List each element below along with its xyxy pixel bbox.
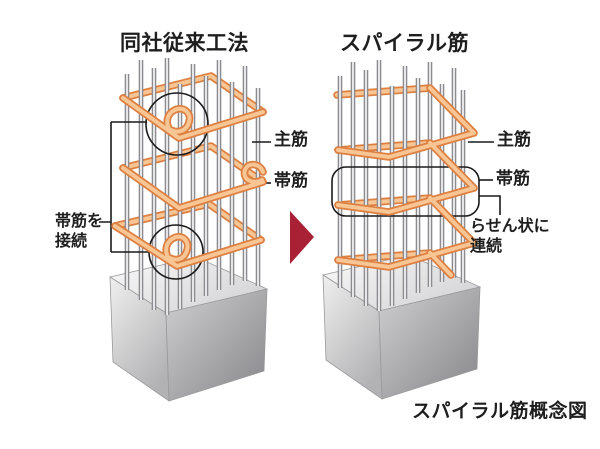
right-panel-title: スパイラル筋: [340, 31, 469, 55]
label-hoop-rebar-left: 帯筋: [274, 171, 308, 191]
highlight-circle-top: [145, 92, 209, 156]
label-main-rebar-right: 主筋: [497, 130, 531, 150]
connect-bracket-line: [99, 121, 150, 253]
label-spiral-line1: らせん状に: [470, 216, 550, 235]
concrete-base-left: [108, 256, 269, 402]
label-hoop-connect-line2: 接続: [55, 230, 88, 250]
spiral-hoop-front: [334, 84, 478, 279]
hoop-rings-left-front: [111, 94, 267, 270]
left-panel-title: 同社従来工法: [120, 31, 249, 55]
label-main-rebar-left: 主筋: [274, 130, 308, 150]
diagram-caption: スパイラル筋概念図: [412, 400, 588, 422]
label-hoop-connect-line1: 帯筋を: [55, 211, 104, 230]
hoop-rings-left-back: [111, 72, 267, 244]
label-hoop-connect: 帯筋を 接続: [55, 211, 103, 250]
highlight-rounded-rect: [331, 166, 480, 217]
right-column-illustration: [321, 60, 501, 400]
left-column-illustration: [99, 58, 271, 402]
spiral-callout-line: [479, 195, 501, 215]
right-annotations: [331, 141, 501, 217]
transition-arrow-icon: [290, 211, 314, 264]
label-hoop-rebar-right: 帯筋: [496, 169, 530, 189]
concrete-base-right: [321, 254, 482, 400]
label-spiral-continuous: らせん状に 連続: [470, 216, 550, 255]
label-spiral-line2: 連続: [470, 235, 503, 255]
